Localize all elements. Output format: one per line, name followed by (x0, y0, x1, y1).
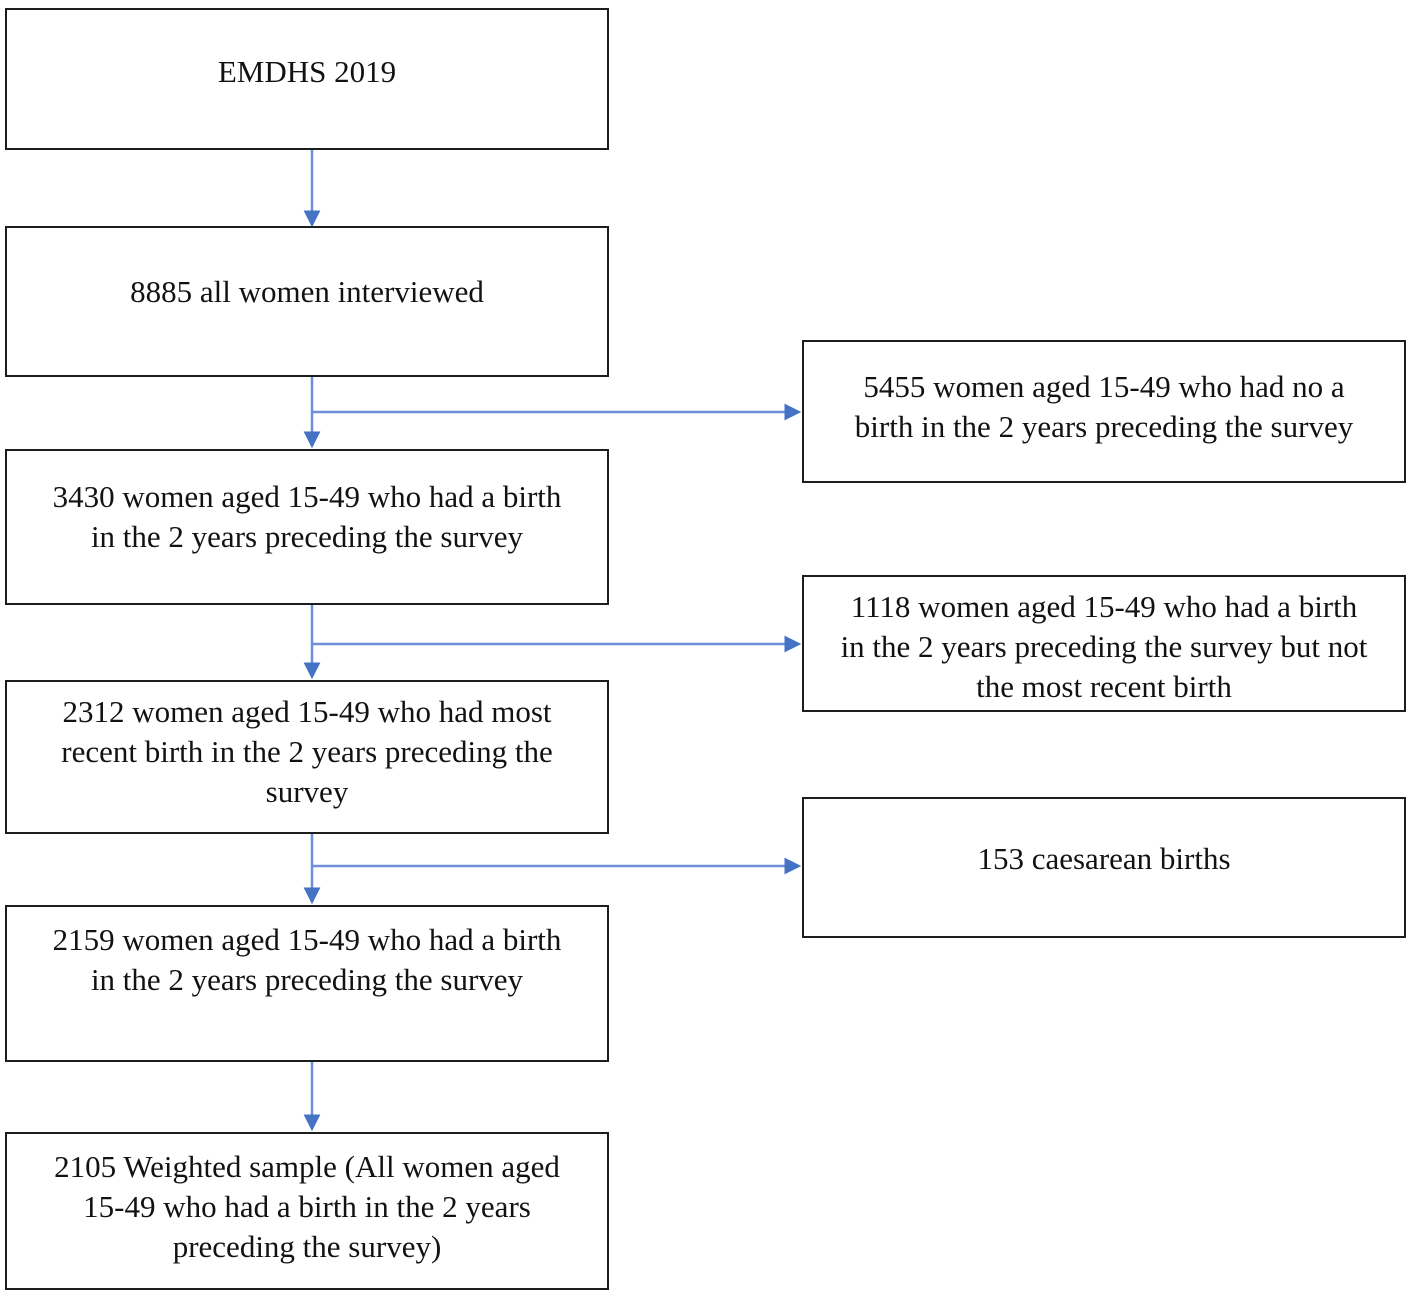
flow-box-birth-in-2-years: 3430 women aged 15-49 who had a birth in… (5, 449, 609, 605)
flow-box-emdhs-2019: EMDHS 2019 (5, 8, 609, 150)
flow-box-most-recent-birth: 2312 women aged 15-49 who had most recen… (5, 680, 609, 834)
flow-box-weighted-sample: 2105 Weighted sample (All women aged 15-… (5, 1132, 609, 1290)
flow-box-excluded-no-birth: 5455 women aged 15-49 who had no a birth… (802, 340, 1406, 483)
flow-box-excluded-caesarean: 153 caesarean births (802, 797, 1406, 938)
flow-box-all-women-interviewed: 8885 all women interviewed (5, 226, 609, 377)
flow-box-excluded-not-most-recent: 1118 women aged 15-49 who had a birth in… (802, 575, 1406, 712)
flow-box-non-caesarean-birth: 2159 women aged 15-49 who had a birth in… (5, 905, 609, 1062)
